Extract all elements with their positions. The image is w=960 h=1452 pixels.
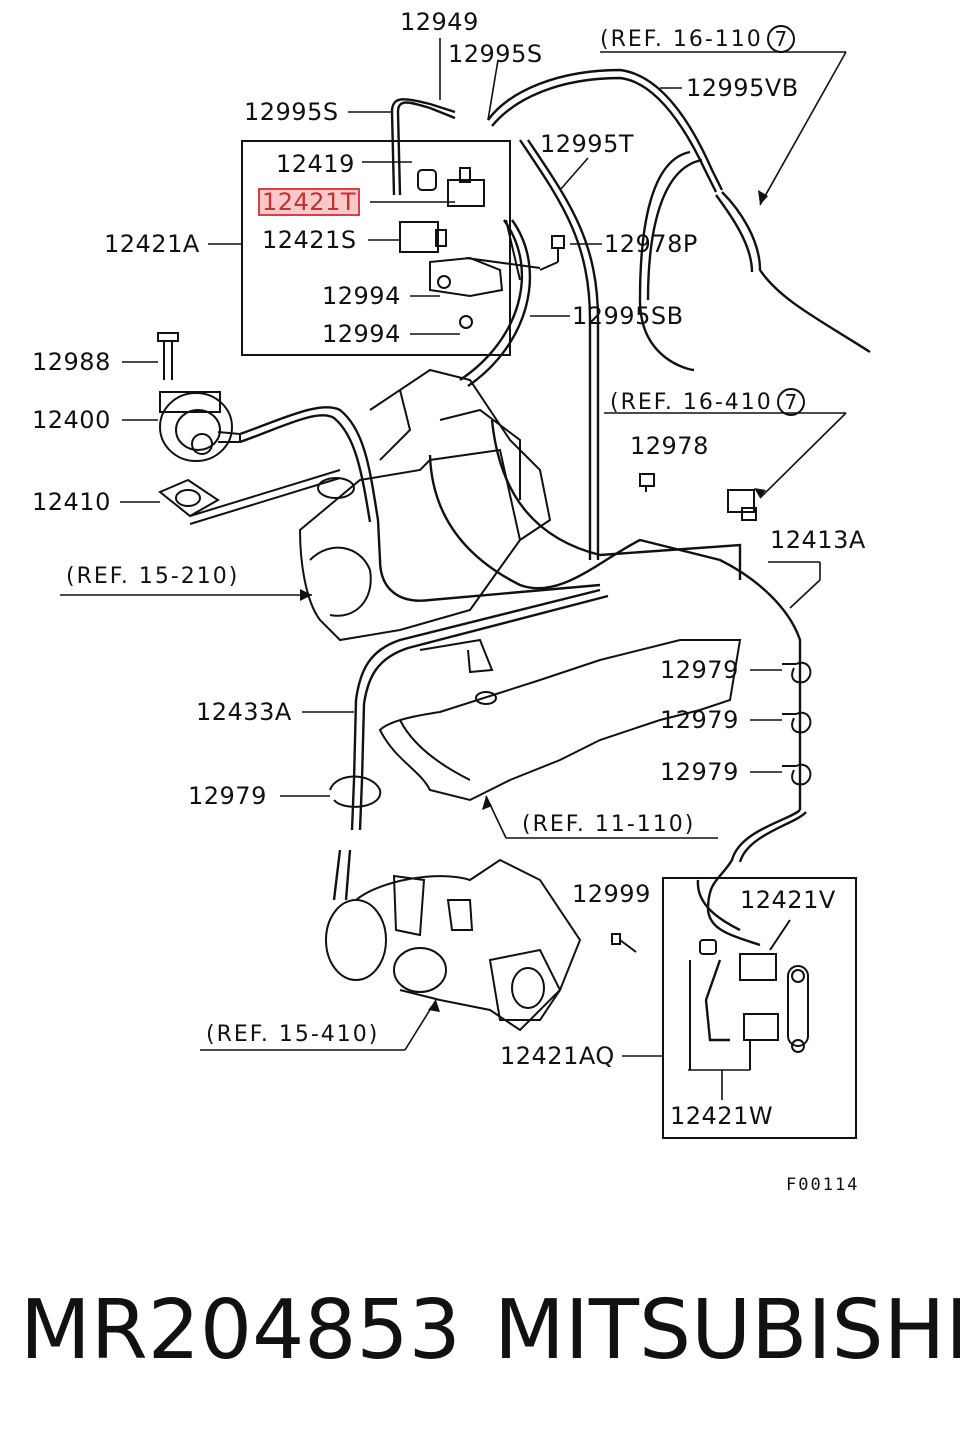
- bolt-12999: [611, 933, 637, 953]
- label-12949: 12949: [400, 8, 479, 36]
- label-12419: 12419: [276, 150, 355, 178]
- sub-assembly-box-12421aq: [662, 877, 857, 1139]
- label-12433a: 12433A: [196, 698, 292, 726]
- label-12988: 12988: [32, 348, 111, 376]
- label-12978p: 12978P: [604, 230, 698, 258]
- sub-assembly-box-12421a: [241, 140, 511, 356]
- vacuum-hoses: [239, 68, 871, 1042]
- turbocharger: [325, 858, 582, 1032]
- label-12979-right-1: 12979: [660, 656, 739, 684]
- ref-16-110-circle: 7: [766, 25, 795, 53]
- parts-diagram: [60, 38, 871, 1139]
- label-12979-left: 12979: [188, 782, 267, 810]
- bolt-12978p: [539, 235, 565, 271]
- label-12421a: 12421A: [104, 230, 200, 258]
- label-12995s-left: 12995S: [244, 98, 339, 126]
- ref-16-410-text: (REF. 16-410: [610, 390, 773, 415]
- footer-brand: MITSUBISHI: [494, 1283, 960, 1378]
- label-12994-b: 12994: [322, 320, 401, 348]
- label-12421s: 12421S: [262, 226, 357, 254]
- label-12410: 12410: [32, 488, 111, 516]
- engine-outline: [298, 368, 742, 802]
- label-12421w: 12421W: [670, 1102, 774, 1130]
- label-ref-11-110: (REF. 11-110): [522, 812, 696, 837]
- label-ref-15-410: (REF. 15-410): [206, 1022, 380, 1047]
- gasket-12410: [158, 469, 355, 525]
- label-12995vb: 12995VB: [686, 74, 799, 102]
- arrowheads: [300, 190, 768, 1012]
- solenoid-assembly-12421a: [399, 167, 541, 329]
- label-12999: 12999: [572, 880, 651, 908]
- label-12413a: 12413A: [770, 526, 866, 554]
- label-12978: 12978: [630, 432, 709, 460]
- footer-part-number: MR204853: [20, 1283, 461, 1378]
- label-12400: 12400: [32, 406, 111, 434]
- leader-lines: [60, 38, 847, 1100]
- ref-component-16-410: [727, 489, 757, 521]
- label-12995t: 12995T: [540, 130, 635, 158]
- hose-clamps-12979: [329, 661, 812, 808]
- egr-valve-12400: [157, 332, 241, 462]
- label-12994-a: 12994: [322, 282, 401, 310]
- label-12421aq: 12421AQ: [500, 1042, 615, 1070]
- bolt-12978: [639, 473, 655, 492]
- solenoid-assembly-12421aq: [689, 919, 809, 1070]
- ref-16-410-circle: 7: [776, 388, 805, 416]
- label-12979-right-2: 12979: [660, 706, 739, 734]
- label-12995s-top: 12995S: [448, 40, 543, 68]
- figure-code: F00114: [786, 1175, 860, 1195]
- ref-16-110-text: (REF. 16-110: [600, 27, 763, 52]
- label-12979-right-3: 12979: [660, 758, 739, 786]
- label-12995sb: 12995SB: [572, 302, 684, 330]
- label-ref-15-210: (REF. 15-210): [66, 564, 240, 589]
- label-12421t-highlighted[interactable]: 12421T: [257, 188, 361, 216]
- label-12421v: 12421V: [740, 886, 836, 914]
